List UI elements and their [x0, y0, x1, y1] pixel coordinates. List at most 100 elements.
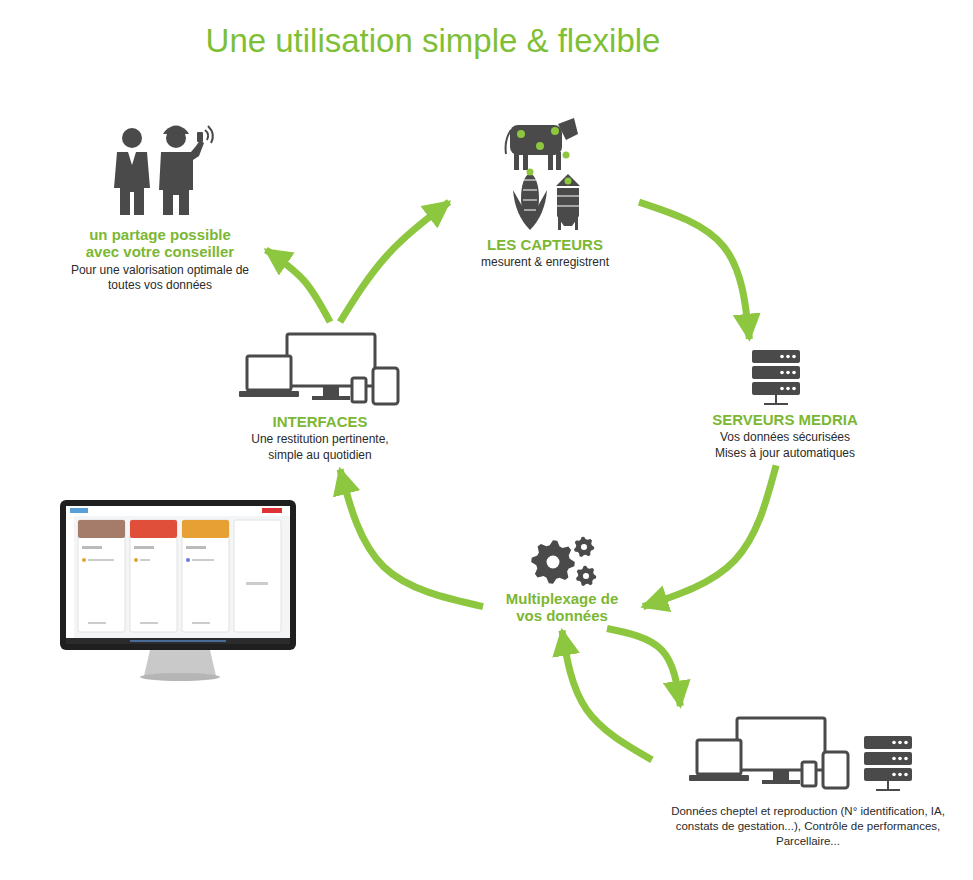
- monitor-screenshot: [78, 520, 125, 632]
- monitor-screenshot: [130, 520, 177, 632]
- cow-icon: [506, 130, 511, 154]
- silo-icon: [557, 196, 579, 206]
- monitor-screenshot: [130, 640, 226, 642]
- flow-arrow: [607, 629, 680, 707]
- node-heading: Données cheptel et reproduction (N° iden…: [660, 804, 956, 849]
- cow-icon: [536, 142, 544, 150]
- server-icon: [898, 741, 902, 745]
- flow-arrow: [340, 202, 449, 322]
- devices-icon: [823, 752, 848, 788]
- flow-arrow: [562, 631, 652, 760]
- persons-icon: [159, 140, 204, 215]
- monitor-screenshot: [246, 582, 268, 585]
- monitor-screenshot: [134, 558, 138, 562]
- process-node: LES CAPTEURS mesurent & enregistrent: [455, 118, 635, 271]
- monitor-screenshot: [192, 559, 214, 561]
- server-icon: [780, 355, 784, 359]
- node-heading: INTERFACES: [225, 413, 415, 430]
- monitor-screenshot: [88, 622, 106, 624]
- node-text: Pour une valorisation optimale de toutes…: [68, 263, 252, 294]
- monitor-screenshot: [186, 558, 190, 562]
- server-icon: [898, 773, 902, 777]
- server-icon: [780, 387, 784, 391]
- monitor-screenshot: [182, 520, 229, 632]
- server-icon: [786, 387, 790, 391]
- flow-arrow: [643, 465, 776, 606]
- server-icon: [904, 741, 908, 745]
- process-node: Données cheptel et reproduction (N° iden…: [656, 712, 960, 849]
- server-icon: [780, 371, 784, 375]
- persons-icon: [205, 130, 208, 140]
- persons-icon: [208, 126, 213, 143]
- silo-icon: [575, 216, 578, 230]
- monitor-screenshot: [60, 500, 296, 681]
- server-icon: [752, 350, 800, 363]
- cow-icon: [523, 152, 528, 170]
- cow-icon: [514, 152, 519, 170]
- node-text: mesurent & enregistrent: [460, 255, 630, 271]
- gear-shape: [574, 537, 594, 557]
- gear-hole: [583, 573, 589, 579]
- monitor-screenshot: [140, 622, 158, 624]
- node-heading: Multiplexage de vos données: [497, 590, 627, 625]
- cow-icon: [548, 152, 553, 170]
- cow-icon: [506, 118, 578, 170]
- monitor-screenshot: [234, 520, 281, 632]
- gears-icon: [531, 537, 596, 586]
- devices-icon: [239, 391, 299, 397]
- persons-icon: [114, 126, 213, 216]
- monitor-screenshot: [186, 546, 206, 549]
- monitor-screenshot: [262, 508, 282, 513]
- server-icon: [892, 741, 896, 745]
- devices-icon: [312, 396, 350, 400]
- gear-hole: [581, 544, 587, 550]
- server-icon: [786, 355, 790, 359]
- server-icon: [752, 366, 800, 379]
- monitor-screenshot: [88, 559, 114, 561]
- gear-hole: [547, 556, 560, 569]
- cow-icon: [517, 130, 525, 138]
- persons-icon: [128, 152, 136, 165]
- node-heading: LES CAPTEURS: [460, 236, 630, 253]
- server-icon: [792, 355, 796, 359]
- server-icon: [786, 371, 790, 375]
- monitor-screenshot: [66, 506, 290, 638]
- monitor-screenshot: [140, 559, 150, 561]
- process-node: SERVEURS MEDRIA Vos données sécurisées Mi…: [696, 345, 874, 461]
- monitor-screenshot: [140, 673, 220, 681]
- node-text: Vos données sécurisées Mises à jour auto…: [709, 430, 861, 461]
- server-icon: [792, 371, 796, 375]
- monitor-screenshot: [134, 546, 154, 549]
- devices-icon: [697, 740, 741, 774]
- persons-icon: [122, 128, 142, 148]
- node-heading: SERVEURS MEDRIA: [700, 411, 870, 428]
- silo-icon: [556, 174, 580, 186]
- node-heading: un partage possible avec votre conseille…: [72, 226, 248, 261]
- silo-icon: [557, 188, 579, 216]
- devices-icon: [689, 718, 848, 788]
- gear-shape: [531, 540, 575, 584]
- monitor-screenshot: [144, 650, 216, 676]
- monitor-screenshot: [192, 622, 210, 624]
- cow-icon: [563, 152, 570, 159]
- node-text: Une restitution pertinente, simple au qu…: [239, 432, 401, 463]
- monitor-screenshot: [130, 520, 177, 538]
- monitor-screenshot: [82, 558, 86, 562]
- server-icon: [864, 736, 912, 749]
- monitor-screenshot: [182, 520, 229, 538]
- corn-icon: [527, 169, 534, 176]
- cow-icon: [510, 125, 562, 155]
- cow-icon: [558, 118, 578, 140]
- server-icon: [904, 773, 908, 777]
- devices-icon: [802, 762, 816, 786]
- process-node: Multiplexage de vos données: [487, 535, 637, 625]
- persons-icon: [197, 132, 203, 142]
- monitor-screenshot: [70, 508, 88, 513]
- devices-icon: [239, 334, 398, 404]
- monitor-screenshot: [60, 500, 296, 650]
- monitor-screenshot: [82, 546, 102, 549]
- gear-shape: [576, 566, 596, 586]
- devices-icon: [762, 780, 800, 784]
- corn-icon: [513, 169, 547, 231]
